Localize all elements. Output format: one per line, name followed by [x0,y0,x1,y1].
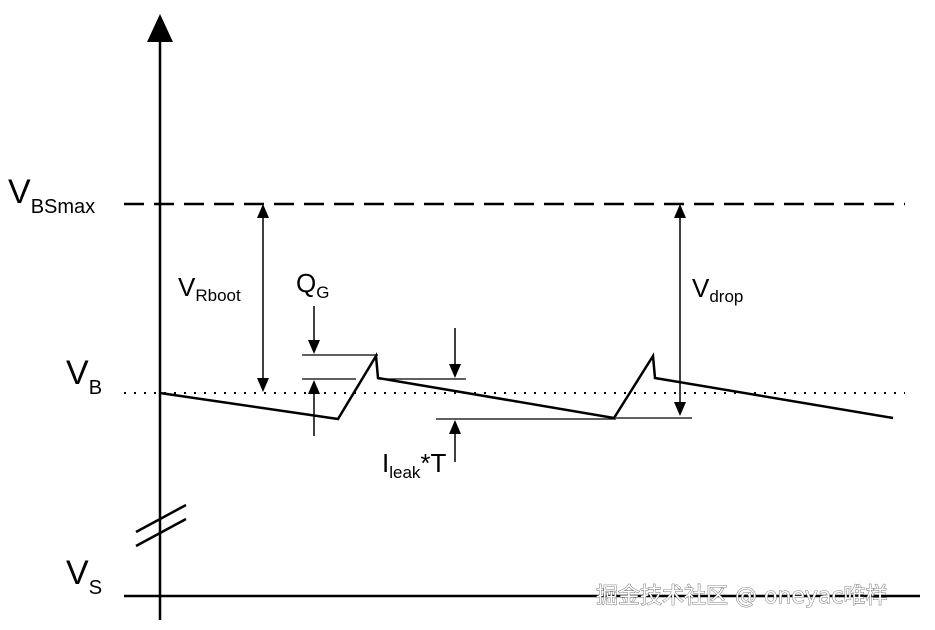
vs-label: VS [66,554,102,599]
axis-break-mark [135,503,187,534]
watermark-text: 掘金技术社区 @ oneyac唯样 [596,584,888,609]
vdrop-label: Vdrop [692,273,743,306]
qg-label: QG [296,268,329,302]
bootstrap-waveform [159,352,894,421]
axis-break-mark [135,517,187,548]
qg-arrow-down-icon [308,340,320,354]
ileak-label: Ileak*T [382,448,447,482]
vbsmax-label: VBSmax [8,173,95,218]
vrboot-arrow-bottom-icon [257,378,269,392]
vb-label: VB [66,354,102,399]
vdrop-arrow-top-icon [674,204,686,218]
y-axis-arrow-icon [147,14,173,42]
ileak-arrow-down-icon [449,364,461,378]
vdrop-arrow-bottom-icon [674,402,686,416]
vrboot-label: VRboot [178,272,241,305]
vrboot-arrow-top-icon [257,204,269,218]
qg-arrow-up-icon [308,380,320,394]
ileak-arrow-up-icon [449,420,461,434]
